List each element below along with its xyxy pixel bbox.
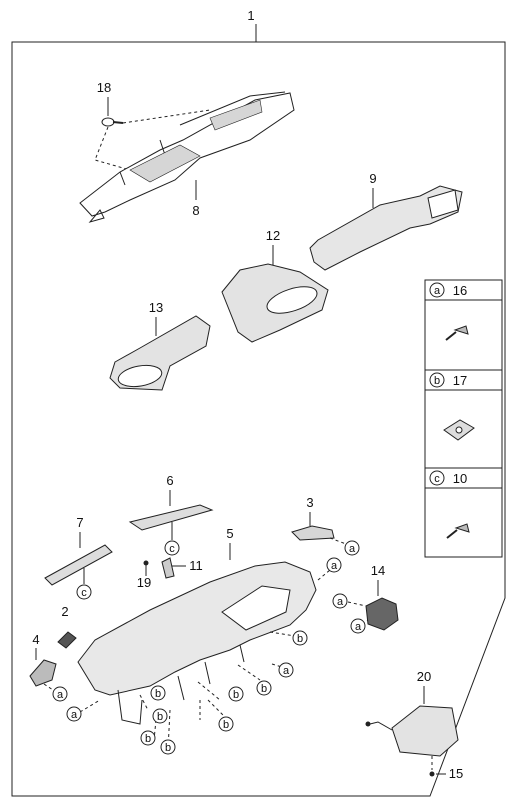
screw-icon xyxy=(445,325,469,341)
right-duct-outlet xyxy=(427,189,459,219)
part-label-20: 20 xyxy=(417,669,431,684)
callout-a-pad-right: a xyxy=(331,560,338,572)
assembly-frame xyxy=(11,41,506,797)
callout-c-7: c xyxy=(81,587,87,599)
callout-a-4: a xyxy=(57,689,64,701)
screw-18-icon xyxy=(101,117,124,127)
part-label-15: 15 xyxy=(449,766,463,781)
callout-b-5: b xyxy=(165,742,171,754)
callout-b-8: b xyxy=(223,719,229,731)
assembly-number-label: 1 xyxy=(247,8,254,23)
left-duct-opening xyxy=(117,364,163,388)
clip-nut-icon xyxy=(443,419,475,441)
callout-a-14-bottom: a xyxy=(355,621,362,633)
part-label-11: 11 xyxy=(189,558,203,573)
callout-b-6: b xyxy=(233,689,239,701)
legend-part-10: 10 xyxy=(453,471,467,486)
legend-part-16: 16 xyxy=(453,283,467,298)
part-label-5: 5 xyxy=(226,526,233,541)
part-label-19: 19 xyxy=(137,575,151,590)
part-label-7: 7 xyxy=(76,515,83,530)
part-label-8: 8 xyxy=(192,203,199,218)
upper-duct-shading xyxy=(129,99,263,183)
side-outlet-part-14 xyxy=(365,597,399,631)
part-label-13: 13 xyxy=(149,300,163,315)
part-label-2: 2 xyxy=(61,604,68,619)
right-duct-part-9 xyxy=(309,185,463,271)
knob-part-2 xyxy=(57,631,77,649)
part-label-18: 18 xyxy=(97,80,111,95)
center-duct-opening xyxy=(266,286,318,314)
airbag-module-part-20 xyxy=(391,705,459,757)
crash-pad-part-5 xyxy=(77,561,317,696)
callout-b-4: b xyxy=(145,733,151,745)
crash-pad-lower-brackets xyxy=(117,644,245,725)
callout-b-3: b xyxy=(157,711,163,723)
dashed-guide-18 xyxy=(94,109,211,171)
callout-b-2: b xyxy=(155,688,161,700)
legend-letter-c: c xyxy=(434,473,440,485)
legend-letter-b: b xyxy=(434,375,440,387)
callout-leaders-a xyxy=(79,569,331,713)
callout-a-pad-left: a xyxy=(71,709,78,721)
part-label-14: 14 xyxy=(371,563,385,578)
part-label-6: 6 xyxy=(166,473,173,488)
callout-a-3: a xyxy=(349,543,356,555)
side-vent-part-3 xyxy=(291,525,335,541)
callout-a-pad-lower: a xyxy=(283,665,290,677)
callout-a-14-top: a xyxy=(337,596,344,608)
callout-c-6: c xyxy=(169,543,175,555)
side-vent-part-4 xyxy=(29,659,57,687)
crash-pad-cluster-opening xyxy=(221,585,291,631)
part-label-4: 4 xyxy=(32,632,39,647)
bolt-15-icon xyxy=(429,771,435,777)
leader-3-a xyxy=(329,537,347,545)
part-label-9: 9 xyxy=(369,171,376,186)
part-label-3: 3 xyxy=(306,495,313,510)
vent-strip-part-6 xyxy=(128,504,214,531)
vent-strip-part-7 xyxy=(44,544,113,586)
airbag-harness xyxy=(369,721,393,731)
bracket-11-icon xyxy=(161,557,175,579)
bolt-19-icon xyxy=(143,560,149,576)
legend-letter-a: a xyxy=(434,285,441,297)
screw-icon xyxy=(446,523,470,539)
callout-leaders-b xyxy=(139,631,296,751)
legend-part-17: 17 xyxy=(453,373,467,388)
part-label-12: 12 xyxy=(266,228,280,243)
callout-b-1: b xyxy=(297,633,303,645)
fastener-legend: a 16 b 17 c 10 xyxy=(424,279,503,558)
callout-b-7: b xyxy=(261,683,267,695)
